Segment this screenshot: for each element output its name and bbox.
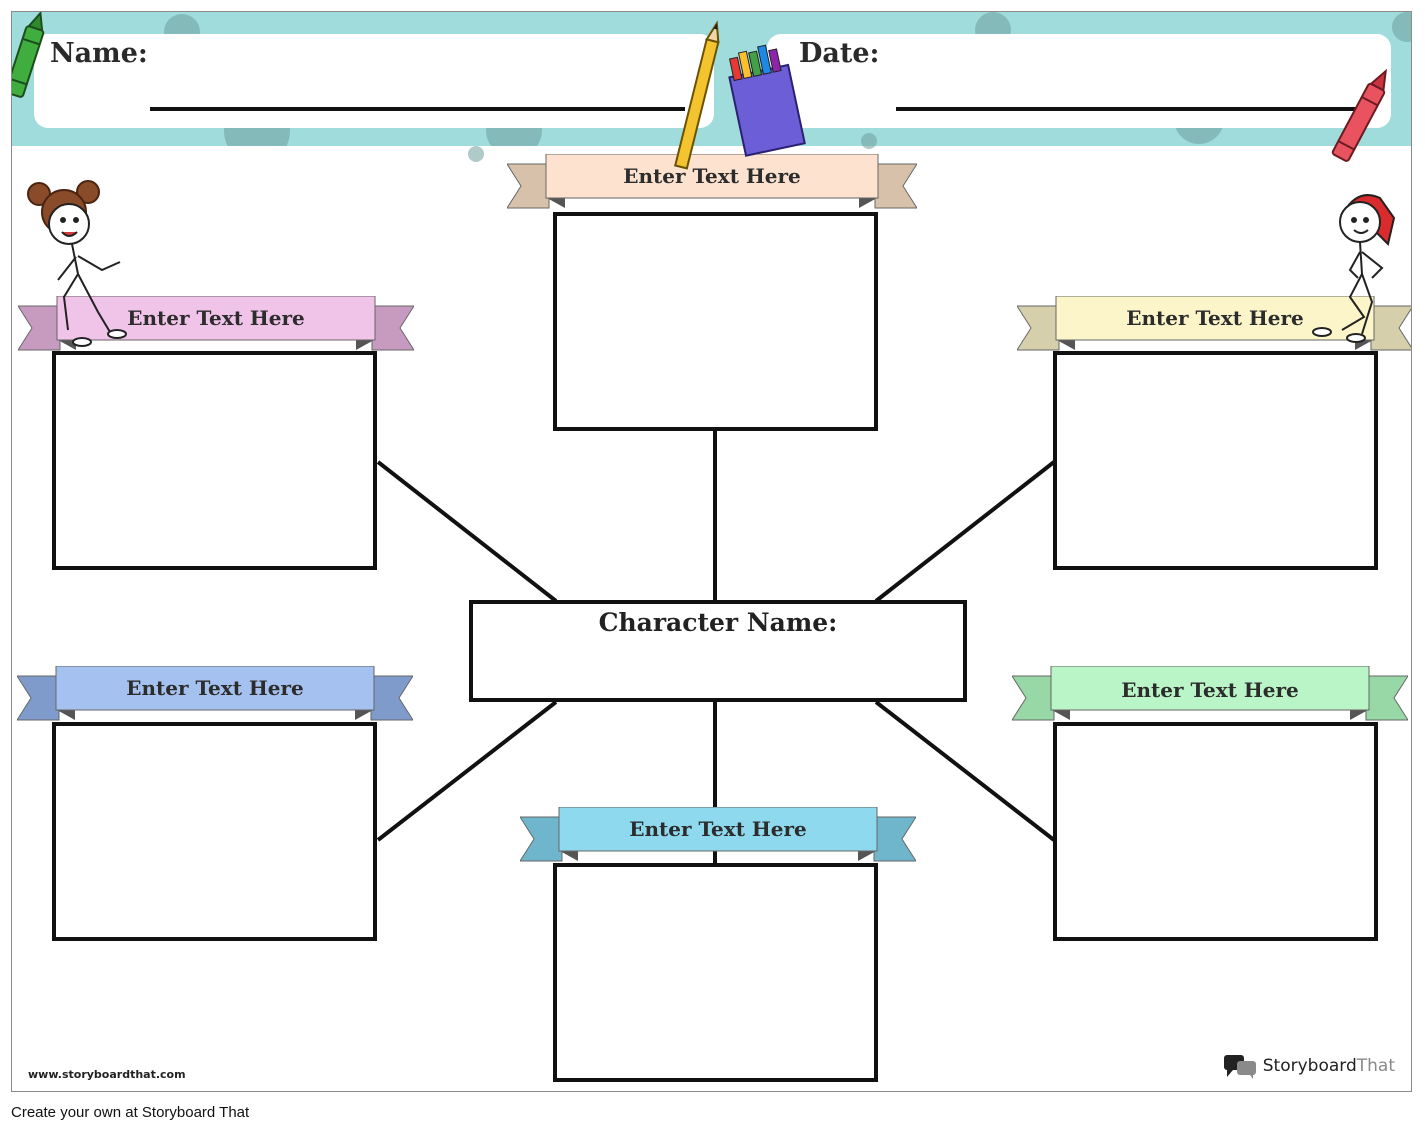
credit-link[interactable]: Create your own at Storyboard That [11, 1104, 250, 1121]
banner-lower-right-label[interactable]: Enter Text Here [1121, 678, 1299, 702]
banner-upper-left: Enter Text Here [18, 296, 414, 352]
banner-upper-right-label[interactable]: Enter Text Here [1126, 306, 1304, 330]
top-box[interactable] [553, 212, 878, 431]
upper-right-box[interactable] [1053, 351, 1378, 570]
character-name-box[interactable]: Character Name: [469, 600, 967, 702]
decor-dot [1392, 12, 1411, 42]
upper-left-box[interactable] [52, 351, 377, 570]
decor-dot [468, 146, 484, 162]
banner-lower-right: Enter Text Here [1012, 666, 1408, 722]
worksheet: Name: Date: Character Name: [11, 11, 1412, 1092]
banner-bottom-label[interactable]: Enter Text Here [629, 817, 807, 841]
lower-right-box[interactable] [1053, 722, 1378, 941]
name-field[interactable] [150, 107, 685, 111]
brand-secondary: That [1356, 1056, 1395, 1076]
storyboard-logo-icon [1223, 1055, 1256, 1079]
storyboard-logo-text: StoryboardThat [1263, 1056, 1395, 1076]
banner-top: Enter Text Here [507, 154, 917, 210]
banner-upper-right: Enter Text Here [1017, 296, 1411, 352]
date-card [767, 34, 1391, 128]
bottom-box[interactable] [553, 863, 878, 1082]
banner-lower-left: Enter Text Here [17, 666, 413, 722]
website-url[interactable]: www.storyboardthat.com [28, 1068, 186, 1081]
banner-top-label[interactable]: Enter Text Here [623, 164, 801, 188]
brand-primary: Storyboard [1262, 1056, 1357, 1076]
character-name-label: Character Name: [598, 608, 838, 637]
banner-bottom: Enter Text Here [520, 807, 916, 863]
date-label: Date: [799, 38, 880, 69]
storyboard-logo[interactable]: StoryboardThat [1223, 1053, 1395, 1079]
name-label: Name: [50, 38, 148, 69]
banner-upper-left-label[interactable]: Enter Text Here [127, 306, 305, 330]
decor-dot [861, 133, 877, 149]
name-card [34, 34, 714, 128]
lower-left-box[interactable] [52, 722, 377, 941]
date-field[interactable] [896, 107, 1376, 111]
banner-lower-left-label[interactable]: Enter Text Here [126, 676, 304, 700]
connector-lines [376, 429, 1056, 864]
